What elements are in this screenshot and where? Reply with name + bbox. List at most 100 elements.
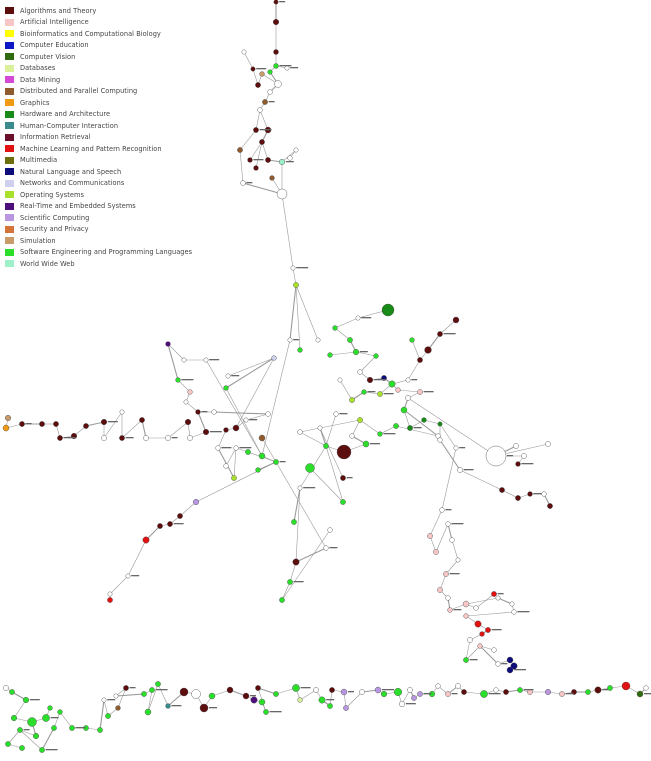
node-label-mark — [501, 663, 508, 665]
graph-edge — [242, 182, 283, 195]
graph-node — [39, 421, 45, 427]
node-label-mark — [411, 379, 418, 381]
graph-edge — [205, 359, 263, 457]
node-label-mark — [75, 727, 86, 729]
graph-node — [359, 689, 365, 695]
graph-node — [521, 453, 527, 459]
graph-node — [424, 346, 432, 354]
graph-edge — [325, 445, 344, 503]
graph-edge — [233, 447, 237, 479]
graph-node — [585, 689, 591, 695]
graph-node — [515, 495, 521, 501]
graph-node — [327, 352, 333, 358]
graph-node — [179, 687, 189, 697]
graph-node — [250, 696, 258, 704]
graph-node — [621, 681, 631, 691]
graph-node — [276, 188, 288, 200]
legend-swatch — [5, 133, 14, 141]
graph-node — [291, 519, 297, 525]
graph-node — [493, 687, 499, 693]
legend-item: Scientific Computing — [5, 212, 192, 224]
node-label-mark — [329, 547, 338, 549]
graph-node — [343, 705, 349, 711]
graph-edge — [239, 129, 257, 151]
node-label-mark — [23, 729, 30, 731]
graph-edge — [225, 357, 275, 389]
graph-node — [273, 63, 279, 69]
node-label-mark — [339, 413, 348, 415]
legend-label: Graphics — [20, 98, 50, 107]
graph-node — [177, 513, 183, 519]
graph-edge — [403, 409, 439, 437]
graph-edge — [141, 419, 147, 439]
node-label-mark — [423, 391, 434, 393]
legend-item: Computer Education — [5, 40, 192, 52]
node-label-mark — [533, 493, 542, 495]
graph-edge — [465, 611, 515, 617]
graph-node — [237, 147, 243, 153]
legend-label: Operating Systems — [20, 190, 84, 199]
graph-node — [323, 443, 329, 449]
graph-edge — [289, 284, 297, 341]
graph-node — [477, 643, 483, 649]
legend-item: Algorithms and Theory — [5, 5, 192, 17]
graph-node — [141, 691, 147, 697]
legend-swatch — [5, 7, 14, 15]
graph-node — [313, 687, 319, 693]
graph-node — [292, 558, 300, 566]
graph-node — [57, 435, 63, 441]
node-label-mark — [361, 317, 372, 319]
graph-node — [199, 703, 209, 713]
graph-node — [393, 423, 399, 429]
graph-edge — [292, 267, 297, 286]
graph-node — [273, 0, 279, 5]
graph-node — [155, 681, 161, 687]
graph-node — [115, 705, 121, 711]
graph-edge — [345, 691, 363, 709]
graph-node — [265, 157, 271, 163]
legend-item: Software Engineering and Programming Lan… — [5, 247, 192, 259]
legend-swatch — [5, 260, 14, 268]
graph-node — [467, 637, 473, 643]
graph-node — [292, 684, 300, 692]
graph-edge — [259, 109, 269, 131]
graph-node — [421, 417, 427, 423]
graph-node — [181, 357, 187, 363]
graph-node — [297, 347, 303, 353]
node-label-mark — [181, 379, 194, 381]
graph-node — [139, 417, 145, 423]
graph-node — [485, 445, 507, 467]
node-label-mark — [201, 411, 208, 413]
graph-node — [317, 425, 323, 431]
node-label-mark — [459, 447, 466, 449]
graph-edge — [281, 193, 294, 269]
graph-edge — [99, 699, 105, 731]
graph-edge — [465, 597, 499, 605]
graph-node — [357, 369, 363, 375]
node-label-mark — [173, 523, 184, 525]
graph-node — [417, 389, 423, 395]
legend-label: Algorithms and Theory — [20, 6, 97, 15]
legend-swatch — [5, 76, 14, 84]
graph-node — [107, 597, 113, 603]
graph-edge — [439, 573, 447, 591]
node-label-mark — [50, 717, 59, 719]
legend-swatch — [5, 179, 14, 187]
graph-node — [175, 377, 181, 383]
graph-node — [223, 427, 229, 433]
graph-node — [233, 445, 239, 451]
graph-node — [439, 507, 445, 513]
node-label-mark — [290, 67, 299, 69]
graph-edge — [397, 389, 421, 393]
graph-node — [643, 685, 649, 691]
node-label-mark — [269, 711, 282, 713]
legend-swatch — [5, 202, 14, 210]
graph-node — [318, 696, 326, 704]
node-label-mark — [279, 461, 286, 463]
graph-node — [332, 325, 338, 331]
graph-node — [445, 691, 451, 697]
graph-node — [437, 587, 443, 593]
graph-node — [381, 303, 395, 317]
graph-edge — [289, 561, 297, 583]
legend-label: Scientific Computing — [20, 213, 90, 222]
